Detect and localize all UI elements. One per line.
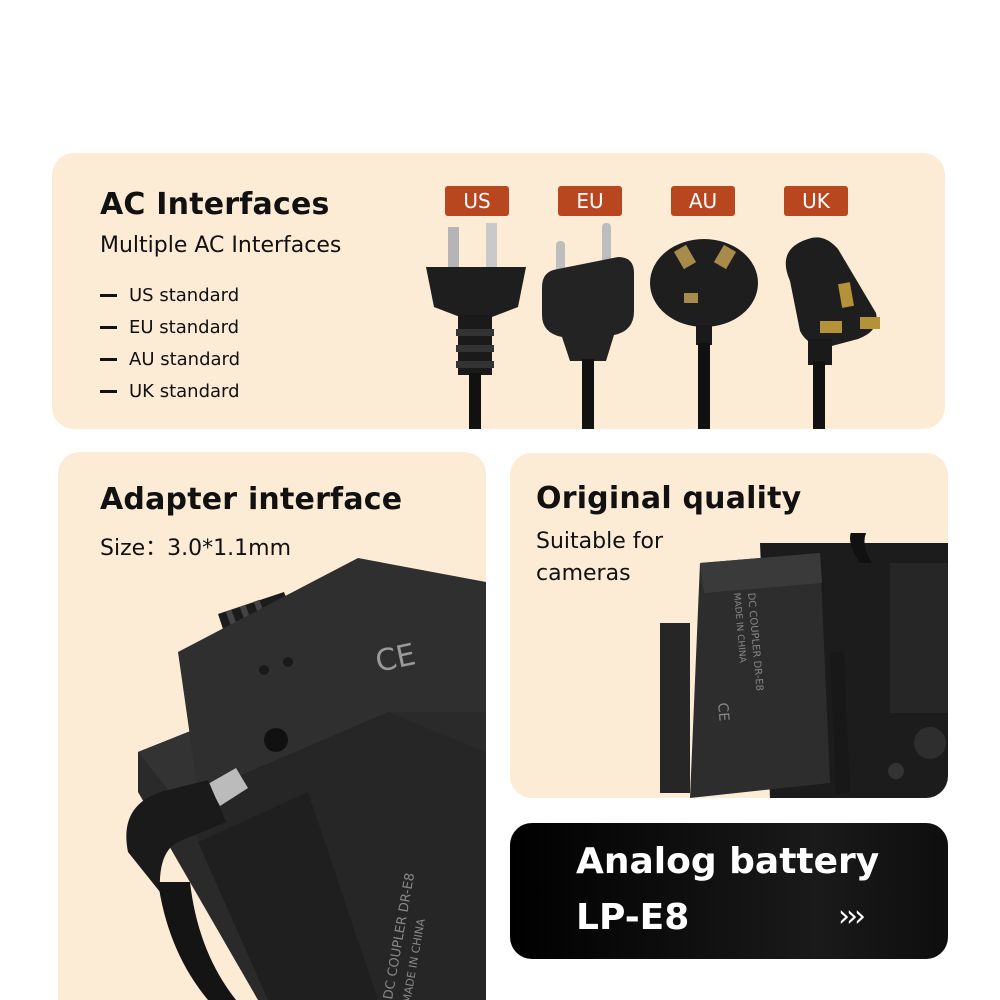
list-item: UK standard [100,375,240,407]
list-item: EU standard [100,311,240,343]
us-plug-icon [426,223,526,429]
dc-coupler-image: CE DC COUPLER DR-E8 MADE IN CHINA [126,558,486,1000]
adapter-size: Size：3.0*1.1mm [100,536,291,561]
list-item: US standard [100,279,240,311]
chevron-right-icon: ››› [838,899,866,934]
ac-title: AC Interfaces [100,187,330,222]
badge-uk: UK [784,186,848,216]
dash-icon [100,293,117,297]
ac-interfaces-card: AC Interfaces Multiple AC Interfaces US … [52,153,945,429]
quality-title: Original quality [536,481,802,516]
battery-title: Analog battery [576,841,880,882]
quality-line1: Suitable for [536,529,663,554]
eu-plug-icon [542,223,634,429]
battery-model: LP-E8 [576,897,690,938]
standards-list: US standard EU standard AU standard UK s… [100,279,240,407]
adapter-interface-card: Adapter interface Size：3.0*1.1mm CE DC C… [58,452,486,1000]
au-plug-icon [650,239,758,429]
camera-with-coupler-image: DC COUPLER DR-E8 MADE IN CHINA CE [660,533,948,798]
badge-us: US [445,186,509,216]
badge-au: AU [671,186,735,216]
adapter-title: Adapter interface [100,482,403,517]
dash-icon [100,325,117,329]
list-item: AU standard [100,343,240,375]
svg-text:CE: CE [372,637,418,680]
uk-plug-icon [785,237,880,429]
original-quality-card: Original quality Suitable for cameras DC… [510,453,948,798]
svg-text:CE: CE [714,702,732,722]
dash-icon [100,357,117,361]
ac-subtitle: Multiple AC Interfaces [100,233,342,258]
analog-battery-card: Analog battery LP-E8 ››› [510,823,948,959]
quality-line2: cameras [536,561,631,586]
badge-eu: EU [558,186,622,216]
dash-icon [100,389,117,393]
